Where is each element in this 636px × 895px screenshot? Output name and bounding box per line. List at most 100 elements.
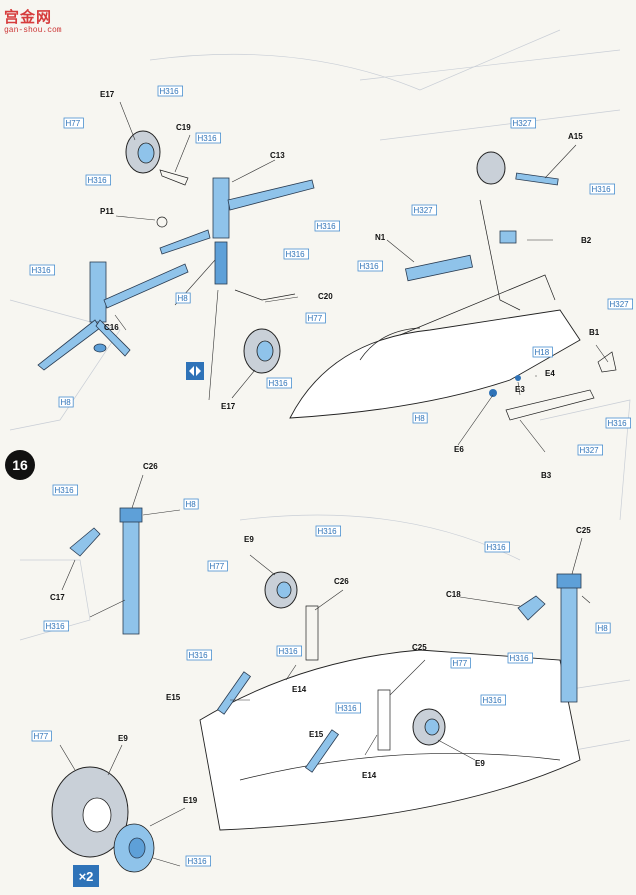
wheel-e9-e19-assembly bbox=[51, 744, 186, 887]
cockpit-section bbox=[289, 144, 617, 453]
part-b3 bbox=[505, 389, 595, 421]
site-url: gan-shou.com bbox=[4, 26, 62, 35]
part-label-e14-20: E14 bbox=[292, 685, 307, 694]
svg-text:H316: H316 bbox=[608, 419, 628, 428]
step-16-badge bbox=[5, 450, 35, 480]
svg-text:H8: H8 bbox=[186, 500, 197, 509]
cockpit-rail bbox=[399, 274, 556, 336]
canopy-frame bbox=[359, 327, 421, 361]
paint-callout-h77-24: H77 bbox=[207, 560, 228, 572]
paint-callout-h316-27: H316 bbox=[335, 702, 362, 714]
quantity-badge bbox=[73, 865, 99, 887]
svg-text:H316: H316 bbox=[338, 704, 358, 713]
strut-c16 bbox=[89, 261, 107, 323]
part-label-e3-12: E3 bbox=[515, 385, 525, 394]
part-label-e9-27: E9 bbox=[118, 734, 128, 743]
svg-text:H316: H316 bbox=[360, 262, 380, 271]
paint-callout-h316-12: H316 bbox=[589, 183, 616, 195]
wheel-e9-big-bore bbox=[82, 797, 112, 833]
paint-callout-h316-30: H316 bbox=[484, 541, 511, 553]
paint-callouts: H316H77H316H316H316H316H316H77H8H8H316H3… bbox=[29, 85, 634, 867]
part-e3-marker bbox=[515, 375, 521, 381]
strut-c16-leg-right bbox=[95, 319, 131, 357]
svg-text:H316: H316 bbox=[198, 134, 218, 143]
strut-c13 bbox=[212, 177, 230, 239]
part-label-e6-13: E6 bbox=[454, 445, 464, 454]
svg-text:H18: H18 bbox=[535, 348, 550, 357]
nose-wheel-tire bbox=[476, 151, 506, 185]
part-label-n1-8: N1 bbox=[375, 233, 386, 242]
svg-text:H316: H316 bbox=[160, 87, 180, 96]
paint-callout-h327-15: H327 bbox=[607, 298, 634, 310]
part-label-c17-16: C17 bbox=[50, 593, 65, 602]
hub-e19-center bbox=[128, 837, 146, 859]
svg-text:H77: H77 bbox=[210, 562, 225, 571]
part-label-e15-21: E15 bbox=[309, 730, 324, 739]
part-label-e14-22: E14 bbox=[362, 771, 377, 780]
site-name: 宫金网 bbox=[4, 9, 53, 26]
svg-text:H327: H327 bbox=[580, 446, 600, 455]
strut-c16-arm bbox=[103, 263, 189, 309]
svg-text:H77: H77 bbox=[308, 314, 323, 323]
svg-text:H316: H316 bbox=[279, 647, 299, 656]
svg-text:H316: H316 bbox=[487, 543, 507, 552]
part-e6-marker bbox=[489, 389, 497, 397]
paint-callout-h316-0: H316 bbox=[157, 85, 184, 97]
part-label-c19-1: C19 bbox=[176, 123, 191, 132]
paint-callout-h327-13: H327 bbox=[411, 204, 438, 216]
strut-c25-head bbox=[556, 573, 582, 589]
site-watermark-logo: 宫金网 gan-shou.com bbox=[4, 4, 74, 38]
paint-callout-h316-25: H316 bbox=[186, 649, 213, 661]
paint-callout-h316-14: H316 bbox=[357, 260, 384, 272]
direction-arrow-badge bbox=[186, 362, 204, 380]
part-p11-shape bbox=[156, 216, 168, 228]
svg-text:H316: H316 bbox=[318, 527, 338, 536]
paint-callout-h316-5: H316 bbox=[29, 264, 56, 276]
part-b2 bbox=[499, 230, 517, 244]
wheel-e9-upper-hub bbox=[276, 581, 292, 599]
background-ghost-lines bbox=[9, 29, 631, 761]
part-label-e4-11: E4 bbox=[545, 369, 555, 378]
strut-c13-leg bbox=[159, 229, 211, 255]
paint-callout-h316-2: H316 bbox=[195, 132, 222, 144]
paint-callout-h8-31: H8 bbox=[595, 622, 611, 634]
part-c18 bbox=[517, 595, 546, 621]
svg-text:H77: H77 bbox=[34, 732, 49, 741]
part-label-b2-9: B2 bbox=[581, 236, 592, 245]
part-label-b3-14: B3 bbox=[541, 471, 552, 480]
strut-c16-leg-left bbox=[37, 319, 101, 371]
paint-callout-h77-7: H77 bbox=[305, 312, 326, 324]
paint-callout-h316-32: H316 bbox=[507, 652, 534, 664]
part-label-c25-23: C25 bbox=[412, 643, 427, 652]
paint-callout-h316-3: H316 bbox=[85, 174, 112, 186]
part-label-e17-0: E17 bbox=[100, 90, 115, 99]
strut-c25-installed bbox=[377, 689, 391, 751]
step-number: 16 bbox=[12, 457, 28, 473]
part-n1 bbox=[404, 254, 474, 282]
part-label-c16-4: C16 bbox=[104, 323, 119, 332]
wheel-e17-top-hub bbox=[137, 142, 155, 164]
paint-callout-h77-33: H77 bbox=[31, 730, 52, 742]
svg-text:H316: H316 bbox=[32, 266, 52, 275]
svg-text:H8: H8 bbox=[61, 398, 72, 407]
paint-callout-h327-11: H327 bbox=[510, 117, 537, 129]
strut-c13-lower bbox=[214, 241, 228, 285]
svg-text:H77: H77 bbox=[453, 659, 468, 668]
svg-text:H327: H327 bbox=[610, 300, 630, 309]
paint-callout-h8-21: H8 bbox=[183, 498, 199, 510]
paint-callout-h8-9: H8 bbox=[58, 396, 74, 408]
paint-callout-h316-17: H316 bbox=[605, 417, 632, 429]
wheel-e9-lower-hub bbox=[424, 718, 440, 736]
part-label-c20-5: C20 bbox=[318, 292, 333, 301]
svg-text:H327: H327 bbox=[414, 206, 434, 215]
part-c20-shape bbox=[234, 289, 296, 301]
part-b1 bbox=[597, 351, 617, 373]
paint-callout-h316-6: H316 bbox=[283, 248, 310, 260]
svg-text:H316: H316 bbox=[189, 651, 209, 660]
paint-callout-h316-23: H316 bbox=[315, 525, 342, 537]
part-label-e9-17: E9 bbox=[244, 535, 254, 544]
paint-callout-h8-19: H8 bbox=[412, 412, 428, 424]
part-label-e19-28: E19 bbox=[183, 796, 198, 805]
part-label-c13-2: C13 bbox=[270, 151, 285, 160]
